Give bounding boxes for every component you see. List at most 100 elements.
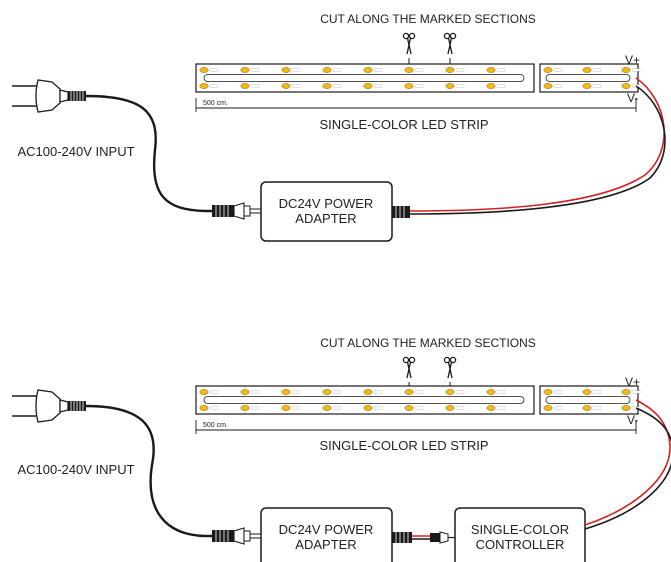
dc-connector-icon: [392, 206, 410, 218]
led-chip: [445, 389, 455, 395]
led-strip-end-track: [545, 74, 631, 82]
led-row-top: [199, 389, 506, 395]
resistor-pad: [592, 406, 602, 410]
resistor-pad: [631, 68, 641, 72]
adapter-label-line1: DC24V POWER: [279, 522, 374, 537]
led-row-end-bottom: [543, 83, 641, 89]
led-chip: [445, 83, 455, 89]
v-plus-label: V+: [625, 375, 640, 389]
scissors-icon: [402, 32, 416, 55]
diagram-basic-wiring: CUT ALONG THE MARKED SECTIONS: [12, 12, 666, 242]
led-chip: [322, 405, 332, 411]
led-chip: [582, 389, 592, 395]
v-plus-label: V+: [625, 53, 640, 67]
resistor-pad: [553, 406, 563, 410]
resistor-pad: [373, 390, 383, 394]
led-chip: [322, 67, 332, 73]
led-chip: [281, 405, 291, 411]
resistor-pad: [373, 84, 383, 88]
led-chip: [363, 67, 373, 73]
ac-plug-icon: [12, 79, 86, 113]
led-chip: [543, 83, 553, 89]
length-dimension-line: [195, 98, 637, 112]
led-chip: [543, 389, 553, 395]
led-strip: [195, 385, 641, 415]
led-chip: [445, 405, 455, 411]
diagram-controller-wiring: CUT ALONG THE MARKED SECTIONS V+ V-: [12, 336, 671, 562]
led-chip: [621, 67, 631, 73]
led-chip: [543, 67, 553, 73]
led-chip: [199, 389, 209, 395]
led-row-top: [199, 67, 506, 73]
led-chip: [543, 405, 553, 411]
led-chip: [363, 389, 373, 395]
resistor-pad: [592, 68, 602, 72]
resistor-pad: [291, 84, 301, 88]
scissors-icon: [443, 32, 457, 55]
led-strip-track: [203, 74, 525, 82]
resistor-pad: [455, 390, 465, 394]
led-chip: [404, 389, 414, 395]
resistor-pad: [250, 390, 260, 394]
led-chip: [281, 83, 291, 89]
input-label: AC100-240V INPUT: [17, 462, 134, 477]
v-minus-label: V-: [627, 91, 638, 105]
negative-wire: [409, 85, 666, 215]
resistor-pad: [291, 68, 301, 72]
led-chip: [486, 405, 496, 411]
resistor-pad: [631, 390, 641, 394]
length-label: 500 cm.: [203, 422, 228, 429]
resistor-pad: [332, 406, 342, 410]
resistor-pad: [553, 68, 563, 72]
resistor-pad: [291, 406, 301, 410]
resistor-pad: [553, 390, 563, 394]
led-chip: [621, 405, 631, 411]
resistor-pad: [414, 406, 424, 410]
negative-wire: [584, 407, 671, 530]
led-chip: [199, 405, 209, 411]
led-chip: [240, 389, 250, 395]
dc-connector-icon: [392, 531, 455, 544]
led-strip: [195, 63, 641, 93]
led-row-end-top: [543, 67, 641, 73]
adapter-label-line2: ADAPTER: [295, 211, 356, 226]
led-chip: [240, 67, 250, 73]
resistor-pad: [455, 406, 465, 410]
resistor-pad: [373, 406, 383, 410]
controller-label-line2: CONTROLLER: [476, 537, 565, 552]
cut-section-marker: [408, 382, 451, 387]
positive-wire: [584, 399, 671, 526]
led-row-end-top: [543, 389, 641, 395]
adapter-label-line1: DC24V POWER: [279, 196, 374, 211]
led-chip: [404, 83, 414, 89]
resistor-pad: [455, 68, 465, 72]
led-chip: [240, 83, 250, 89]
resistor-pad: [209, 406, 219, 410]
led-chip: [404, 67, 414, 73]
led-strip-track: [203, 396, 525, 404]
resistor-pad: [553, 84, 563, 88]
resistor-pad: [496, 406, 506, 410]
led-chip: [199, 83, 209, 89]
cut-label: CUT ALONG THE MARKED SECTIONS: [320, 336, 536, 350]
led-chip: [281, 67, 291, 73]
adapter-label-line2: ADAPTER: [295, 537, 356, 552]
led-chip: [322, 83, 332, 89]
led-chip: [199, 67, 209, 73]
resistor-pad: [414, 390, 424, 394]
resistor-pad: [209, 84, 219, 88]
resistor-pad: [332, 390, 342, 394]
length-dimension-line: [195, 420, 637, 434]
led-strip-end-track: [545, 396, 631, 404]
led-chip: [582, 83, 592, 89]
resistor-pad: [291, 390, 301, 394]
scissors-icon: [443, 356, 457, 379]
controller-box: [454, 507, 586, 562]
resistor-pad: [496, 68, 506, 72]
resistor-pad: [209, 390, 219, 394]
led-chip: [582, 67, 592, 73]
ac-connector-icon: [212, 202, 261, 220]
led-chip: [621, 389, 631, 395]
led-chip: [281, 389, 291, 395]
resistor-pad: [414, 68, 424, 72]
